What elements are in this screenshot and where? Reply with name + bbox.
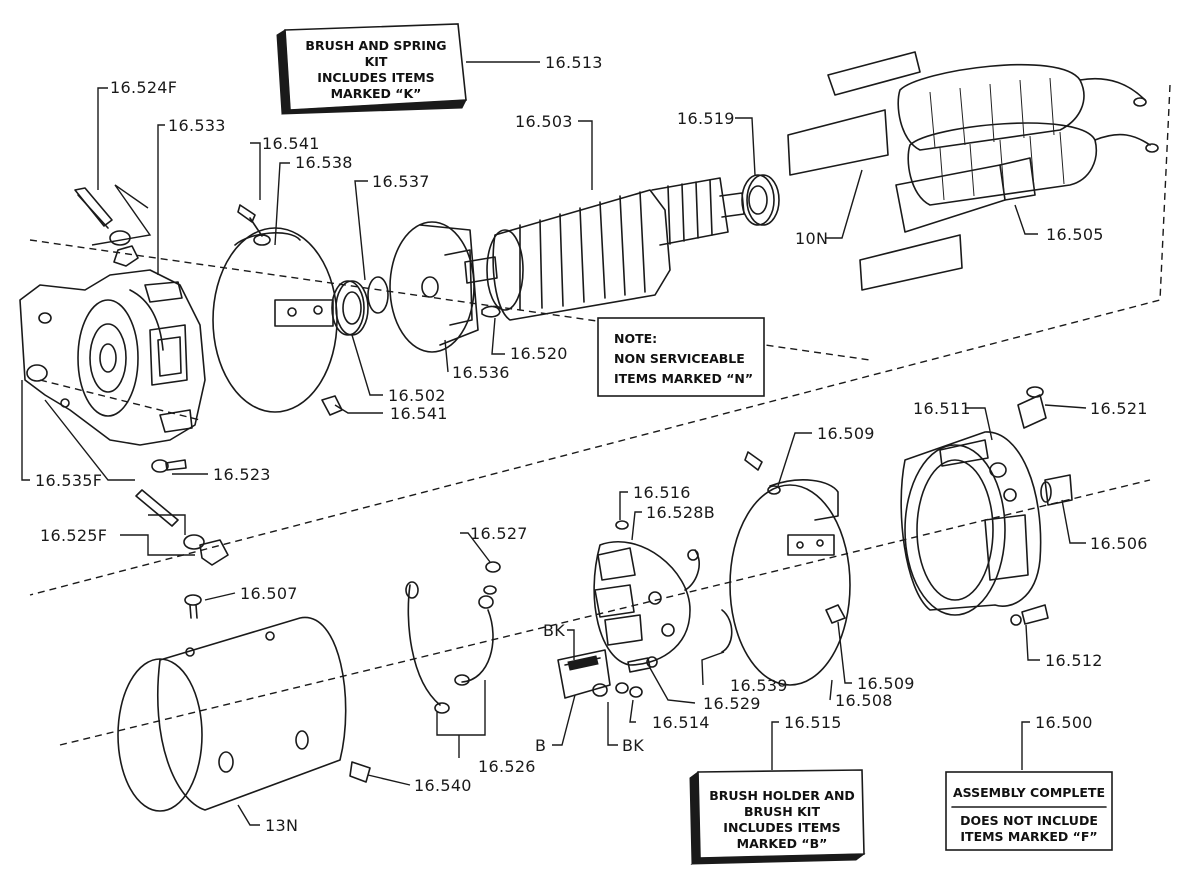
label-16515: 16.515	[784, 713, 842, 732]
stud-washer-nut-16524F	[74, 187, 139, 267]
callout-labels: 16.513 16.524F 16.533 16.541 16.538 16.5…	[35, 53, 1148, 835]
label-16521: 16.521	[1090, 399, 1148, 418]
note-line-3: ITEMS MARKED “N”	[614, 371, 753, 386]
brush-holder-plate-part	[593, 520, 691, 666]
assembly-axis-lines	[29, 84, 1171, 746]
label-16529: 16.529	[703, 694, 761, 713]
label-16503: 16.503	[515, 112, 573, 131]
label-16513: 16.513	[545, 53, 603, 72]
terminal-part	[1040, 474, 1073, 506]
bearing-16519-part	[741, 174, 780, 226]
commutator-end-plate-part	[389, 221, 479, 353]
brush-kit-line-2: KIT	[365, 54, 388, 69]
screw-16523	[151, 459, 187, 473]
commutator-end-frame-part	[900, 431, 1042, 616]
label-16535F: 16.535F	[35, 471, 102, 490]
assembly-complete-box: ASSEMBLY COMPLETE DOES NOT INCLUDE ITEMS…	[945, 771, 1113, 851]
assembly-line-3: ITEMS MARKED “F”	[960, 829, 1097, 844]
note-line-1: NOTE:	[614, 331, 657, 346]
screw-16512	[1010, 604, 1049, 626]
label-16512: 16.512	[1045, 651, 1103, 670]
label-13N: 13N	[265, 816, 298, 835]
assembly-line-1: ASSEMBLY COMPLETE	[953, 785, 1105, 800]
label-16533: 16.533	[168, 116, 226, 135]
label-16509-bottom: 16.509	[857, 674, 915, 693]
label-16507: 16.507	[240, 584, 298, 603]
holder-kit-line-4: MARKED “B”	[737, 836, 828, 851]
holder-kit-line-3: INCLUDES ITEMS	[723, 820, 840, 835]
leader-lines	[21, 61, 1087, 826]
label-16511: 16.511	[913, 399, 971, 418]
label-16527: 16.527	[470, 524, 528, 543]
brush-spring-kit-box: BRUSH AND SPRING KIT INCLUDES ITEMS MARK…	[276, 23, 467, 115]
label-16505: 16.505	[1046, 225, 1104, 244]
yoke-frame-part	[117, 616, 347, 812]
label-16541-top: 16.541	[262, 134, 320, 153]
cover-band-16508-part	[729, 479, 851, 686]
brush-kit-line-4: MARKED “K”	[331, 86, 422, 101]
label-B: B	[535, 736, 546, 755]
label-16528B: 16.528B	[646, 503, 715, 522]
label-16500: 16.500	[1035, 713, 1093, 732]
label-16538: 16.538	[295, 153, 353, 172]
label-BK-top: BK	[543, 621, 565, 640]
field-coil-assembly-part	[787, 51, 1159, 291]
label-16536: 16.536	[452, 363, 510, 382]
armature-part	[464, 177, 745, 321]
label-16509-top: 16.509	[817, 424, 875, 443]
snap-ring-part	[367, 276, 389, 314]
screw-16527	[483, 561, 501, 595]
label-16520: 16.520	[510, 344, 568, 363]
label-16506: 16.506	[1090, 534, 1148, 553]
label-16519: 16.519	[677, 109, 735, 128]
label-16524F: 16.524F	[110, 78, 177, 97]
label-16516: 16.516	[633, 483, 691, 502]
brush-holder-kit-box: BRUSH HOLDER AND BRUSH KIT INCLUDES ITEM…	[689, 769, 866, 865]
screws-16529-16514	[627, 656, 658, 698]
label-16514: 16.514	[652, 713, 710, 732]
holder-kit-line-2: BRUSH KIT	[744, 804, 820, 819]
note-box: NOTE: NON SERVICEABLE ITEMS MARKED “N”	[597, 317, 765, 397]
label-16523: 16.523	[213, 465, 271, 484]
drive-end-frame-part	[19, 269, 206, 446]
bearing-16502-part	[331, 280, 369, 336]
label-16525F: 16.525F	[40, 526, 107, 545]
label-BK-bottom: BK	[622, 736, 644, 755]
label-16526: 16.526	[478, 757, 536, 776]
brush-cover-band-part	[212, 227, 343, 416]
brush-kit-line-1: BRUSH AND SPRING	[305, 38, 446, 53]
oiler-part	[1017, 386, 1047, 429]
label-16541-bottom: 16.541	[390, 404, 448, 423]
note-line-2: NON SERVICEABLE	[614, 351, 745, 366]
screw-16540	[349, 761, 371, 783]
screw-16541-top	[237, 204, 263, 237]
label-16539: 16.539	[730, 676, 788, 695]
brush-leads-part	[405, 581, 494, 714]
label-10N: 10N	[795, 229, 828, 248]
brush-spring-part	[684, 549, 733, 653]
brush-part	[557, 649, 629, 699]
assembly-line-2: DOES NOT INCLUDE	[960, 813, 1098, 828]
screw-16509-top	[744, 451, 781, 495]
brush-kit-line-3: INCLUDES ITEMS	[317, 70, 434, 85]
screw-16507	[184, 594, 202, 619]
key-part	[481, 305, 501, 318]
stud-washer-nut-16525F	[135, 489, 229, 566]
label-16537: 16.537	[372, 172, 430, 191]
holder-kit-line-1: BRUSH HOLDER AND	[709, 788, 855, 803]
label-16508: 16.508	[835, 691, 893, 710]
label-16540: 16.540	[414, 776, 472, 795]
label-16502: 16.502	[388, 386, 446, 405]
